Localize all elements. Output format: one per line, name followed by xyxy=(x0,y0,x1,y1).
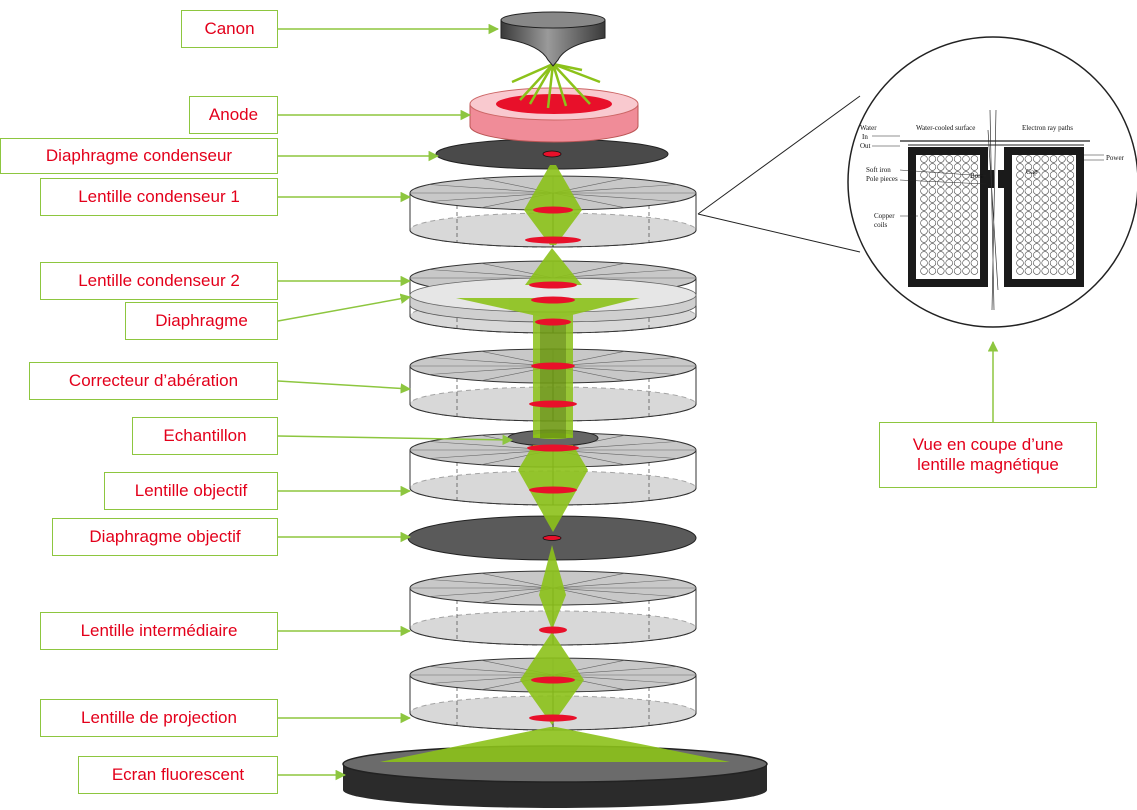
label-diaphragme-condenseur: Diaphragme condenseur xyxy=(0,138,278,174)
inset-copper: Copper xyxy=(874,212,895,220)
label-echantillon: Echantillon xyxy=(132,417,278,455)
focus-point xyxy=(533,206,573,214)
label-vue-en-coupe: Vue en coupe d’une lentille magnétique xyxy=(879,422,1097,488)
leader-arrow xyxy=(277,380,412,394)
label-correcteur: Correcteur d’abération xyxy=(29,362,278,400)
focus-point xyxy=(529,714,577,722)
inset-soft-iron: Soft iron xyxy=(866,166,891,174)
magnetic-lens-inset: Water In Out Water-cooled surface Electr… xyxy=(847,36,1137,328)
anode xyxy=(469,87,639,143)
inset-electron-ray-paths: Electron ray paths xyxy=(1022,124,1073,132)
focus-point xyxy=(525,236,581,244)
inset-bore: Bore xyxy=(970,172,984,180)
label-anode: Anode xyxy=(189,96,278,134)
leader-arrows xyxy=(277,23,999,781)
focus-points xyxy=(525,206,581,722)
condenser-diaphragm xyxy=(435,138,669,170)
inset-gap: Gap xyxy=(1026,168,1038,176)
label-lentille-intermediaire: Lentille intermédiaire xyxy=(40,612,278,650)
label-ecran-fluorescent: Ecran fluorescent xyxy=(78,756,278,794)
label-lentille-condenseur-2: Lentille condenseur 2 xyxy=(40,262,278,300)
focus-point xyxy=(539,626,567,634)
label-lentille-objectif: Lentille objectif xyxy=(104,472,278,510)
label-diaphragme: Diaphragme xyxy=(125,302,278,340)
focus-point xyxy=(531,362,575,370)
focus-point xyxy=(531,676,575,684)
leader-arrow xyxy=(277,434,514,446)
inset-out: Out xyxy=(860,142,871,150)
inset-pole-pieces: Pole pieces xyxy=(866,175,898,183)
leader-arrow xyxy=(277,293,412,322)
focus-point xyxy=(531,296,575,304)
label-lentille-projection: Lentille de projection xyxy=(40,699,278,737)
focus-point xyxy=(529,400,577,408)
electron-gun xyxy=(500,11,606,67)
label-diaphragme-objectif: Diaphragme objectif xyxy=(52,518,278,556)
inset-power: Power xyxy=(1106,154,1125,162)
inset-connector xyxy=(697,95,861,253)
label-lentille-condenseur-1: Lentille condenseur 1 xyxy=(40,178,278,216)
inset-water-cooled-surface: Water-cooled surface xyxy=(916,124,975,132)
label-canon: Canon xyxy=(181,10,278,48)
inset-in: In xyxy=(862,133,868,141)
inset-coils: coils xyxy=(874,221,887,229)
focus-point xyxy=(527,444,579,452)
focus-point xyxy=(529,281,577,289)
focus-point xyxy=(535,318,571,326)
focus-point xyxy=(529,486,577,494)
emission-rays xyxy=(511,62,601,109)
inset-water: Water xyxy=(860,124,877,132)
